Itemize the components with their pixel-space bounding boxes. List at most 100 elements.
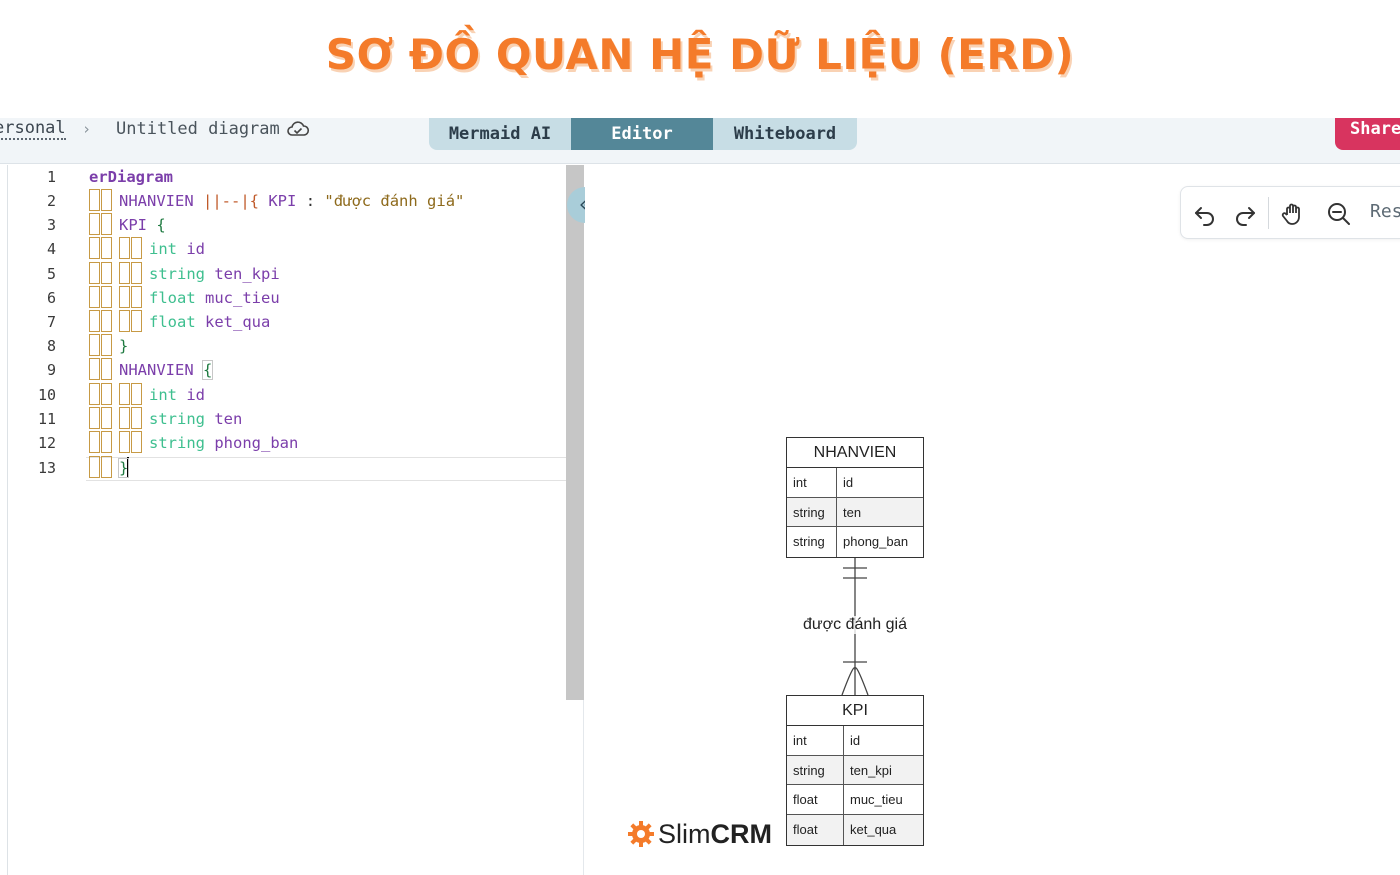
- indent-marker: [89, 334, 100, 356]
- gear-icon: [628, 821, 654, 847]
- code-attribute: id: [186, 240, 206, 258]
- current-line-highlight: [86, 457, 583, 481]
- entity-nhanvien[interactable]: NHANVIEN int id string ten string phong_…: [786, 437, 924, 559]
- code-editor[interactable]: 1 2 3 4 5 6 7 8 9 10 11 12 13 erDiagram …: [0, 165, 584, 875]
- indent-marker: [101, 383, 112, 405]
- logo-text-slim: Slim: [658, 818, 711, 849]
- code-brace: }: [119, 337, 129, 355]
- tab-mermaid-ai[interactable]: Mermaid AI: [429, 118, 571, 150]
- code-line: NHANVIEN {: [89, 358, 214, 382]
- indent-marker: [89, 213, 100, 235]
- line-number: 3: [46, 216, 56, 234]
- indent-marker: [89, 456, 100, 478]
- code-line: }: [89, 456, 130, 480]
- code-string: "được đánh giá": [324, 192, 465, 210]
- diagram-title[interactable]: Untitled diagram: [116, 119, 280, 139]
- indent-marker: [119, 383, 130, 405]
- code-attribute: phong_ban: [214, 434, 299, 452]
- mode-tabs: Mermaid AI Editor Whiteboard: [429, 118, 857, 150]
- indent-marker: [101, 237, 112, 259]
- code-line: string ten_kpi: [89, 262, 280, 286]
- code-type: int: [149, 240, 177, 258]
- code-line: float ket_qua: [89, 310, 270, 334]
- code-attribute: muc_tieu: [205, 289, 280, 307]
- code-brace: {: [201, 360, 214, 380]
- attribute-type: string: [787, 497, 837, 527]
- entity-attribute-row: string phong_ban: [787, 527, 923, 558]
- undo-icon[interactable]: [1192, 201, 1218, 227]
- attribute-type: string: [787, 527, 837, 558]
- code-entity: NHANVIEN: [119, 361, 194, 379]
- indent-marker: [119, 310, 130, 332]
- code-entity: KPI: [268, 192, 297, 210]
- indent-marker: [89, 358, 100, 380]
- breadcrumb-personal[interactable]: ersonal: [0, 118, 66, 140]
- entity-attribute-row: float muc_tieu: [787, 785, 923, 816]
- code-line: int id: [89, 237, 205, 261]
- indent-marker: [131, 237, 142, 259]
- attribute-type: int: [787, 726, 844, 755]
- banner-title: SƠ ĐỒ QUAN HỆ DỮ LIỆU (ERD): [325, 30, 1075, 79]
- code-line: int id: [89, 383, 205, 407]
- indent-marker: [89, 407, 100, 429]
- share-button[interactable]: Share: [1335, 118, 1400, 150]
- indent-marker: [131, 407, 142, 429]
- indent-marker: [89, 189, 100, 211]
- line-number: 2: [46, 192, 56, 210]
- indent-marker: [89, 383, 100, 405]
- indent-marker: [101, 334, 112, 356]
- indent-marker: [119, 237, 130, 259]
- line-number: 10: [37, 386, 56, 404]
- indent-marker: [89, 237, 100, 259]
- indent-marker: [131, 262, 142, 284]
- zoom-out-icon[interactable]: [1326, 201, 1352, 227]
- indent-marker: [101, 213, 112, 235]
- entity-attribute-row: string ten: [787, 497, 923, 528]
- entity-kpi[interactable]: KPI int id string ten_kpi float muc_tieu…: [786, 695, 924, 846]
- attribute-name: ten: [843, 504, 862, 520]
- pan-hand-icon[interactable]: [1280, 201, 1306, 227]
- redo-icon[interactable]: [1232, 201, 1258, 227]
- attribute-name: ket_qua: [850, 822, 897, 838]
- code-brace: {: [156, 216, 166, 234]
- code-line: string phong_ban: [89, 431, 298, 455]
- tab-whiteboard[interactable]: Whiteboard: [713, 118, 857, 150]
- indent-marker: [101, 310, 112, 332]
- attribute-type: string: [787, 755, 844, 785]
- code-attribute: id: [186, 386, 206, 404]
- diagram-canvas[interactable]: [585, 165, 1400, 875]
- line-number: 7: [46, 313, 56, 331]
- entity-attribute-row: int id: [787, 468, 923, 498]
- indent-marker: [89, 431, 100, 453]
- line-number: 6: [46, 289, 56, 307]
- attribute-type: float: [787, 815, 844, 845]
- indent-marker: [101, 431, 112, 453]
- attribute-type: int: [787, 468, 837, 497]
- code-line: erDiagram: [89, 165, 173, 189]
- indent-marker: [101, 189, 112, 211]
- code-relation-operator: ||--|{: [203, 192, 259, 210]
- indent-marker: [89, 310, 100, 332]
- reset-zoom-button[interactable]: Res: [1370, 201, 1400, 222]
- entity-attribute-row: string ten_kpi: [787, 755, 923, 786]
- tab-editor[interactable]: Editor: [571, 118, 713, 150]
- code-attribute: ten: [214, 410, 243, 428]
- line-number: 13: [37, 459, 56, 477]
- code-type: float: [149, 289, 196, 307]
- code-line: }: [89, 334, 128, 358]
- indent-marker: [101, 286, 112, 308]
- code-type: string: [149, 410, 205, 428]
- line-number: 12: [37, 434, 56, 452]
- editor-scrollbar[interactable]: [566, 165, 584, 700]
- cloud-saved-icon[interactable]: [286, 119, 310, 139]
- code-attribute: ket_qua: [205, 313, 271, 331]
- relationship-label: được đánh giá: [790, 616, 920, 634]
- breadcrumb-separator-icon: ›: [82, 120, 92, 138]
- line-number: 5: [46, 265, 56, 283]
- attribute-name: ten_kpi: [850, 762, 892, 778]
- indent-marker: [119, 262, 130, 284]
- entity-name: KPI: [787, 696, 923, 726]
- attribute-name: phong_ban: [843, 534, 909, 550]
- indent-marker: [101, 262, 112, 284]
- code-brace: }: [117, 458, 130, 478]
